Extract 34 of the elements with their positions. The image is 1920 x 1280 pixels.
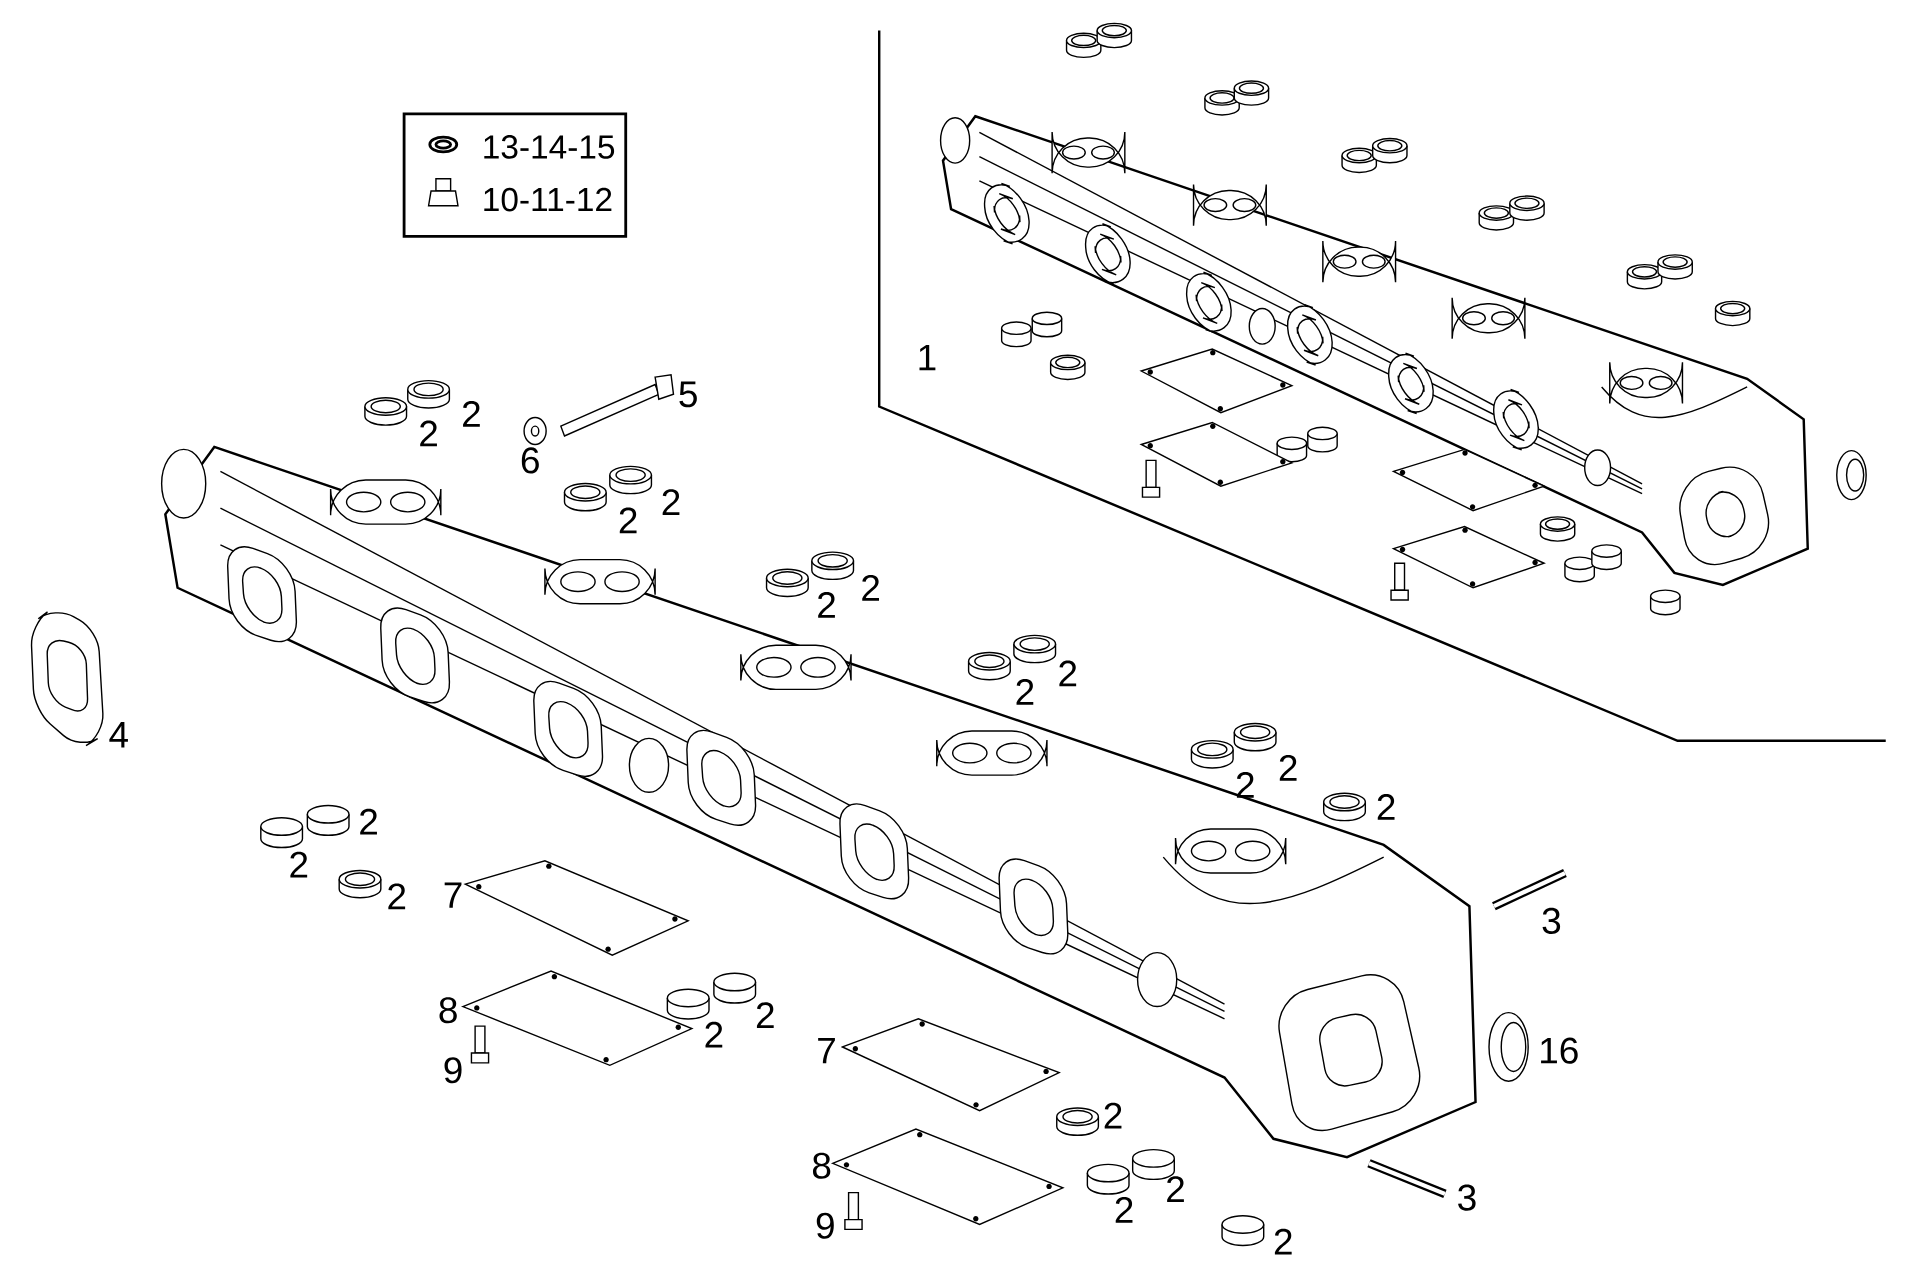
callout-number: 2 xyxy=(1104,1102,1122,1129)
callout-number: 9 xyxy=(816,1212,834,1240)
callout-number: 2 xyxy=(1274,1229,1292,1255)
callout-number: 2 xyxy=(1016,679,1034,705)
callout-number: 2 xyxy=(463,401,480,427)
callout-number: 2 xyxy=(705,1022,723,1048)
legend-text: 10-11-12 xyxy=(484,187,612,212)
callout-number: 2 xyxy=(818,592,835,618)
callout-number: 2 xyxy=(1279,755,1297,781)
callout-number: 9 xyxy=(444,1057,462,1084)
callout-number: 2 xyxy=(290,851,308,878)
callout-number: 3 xyxy=(1542,908,1561,935)
legend-text: 13-14-15 xyxy=(484,135,615,159)
callout-number: 2 xyxy=(1115,1197,1133,1223)
callout-number: 2 xyxy=(388,883,406,910)
callout-number: 2 xyxy=(756,1002,774,1029)
callout-number: 8 xyxy=(439,997,457,1024)
callout-number: 2 xyxy=(420,420,437,447)
callout-number: 4 xyxy=(109,722,128,748)
callout-number: 7 xyxy=(444,882,462,908)
callout-number: 7 xyxy=(818,1038,835,1064)
callout-number: 2 xyxy=(1059,660,1077,687)
callout-number: 2 xyxy=(619,507,637,534)
callout-number: 2 xyxy=(360,809,377,835)
callout-number: 1 xyxy=(919,345,936,371)
callout-number: 6 xyxy=(521,447,539,474)
callout-number: 2 xyxy=(662,489,680,516)
callout-number: 2 xyxy=(862,575,879,601)
callout-number: 3 xyxy=(1458,1184,1476,1211)
callout-number: 2 xyxy=(1377,794,1395,821)
callout-number: 16 xyxy=(1541,1037,1578,1064)
callout-number: 5 xyxy=(679,381,697,408)
callout-number: 2 xyxy=(1167,1176,1184,1203)
callout-number: 8 xyxy=(813,1152,831,1180)
